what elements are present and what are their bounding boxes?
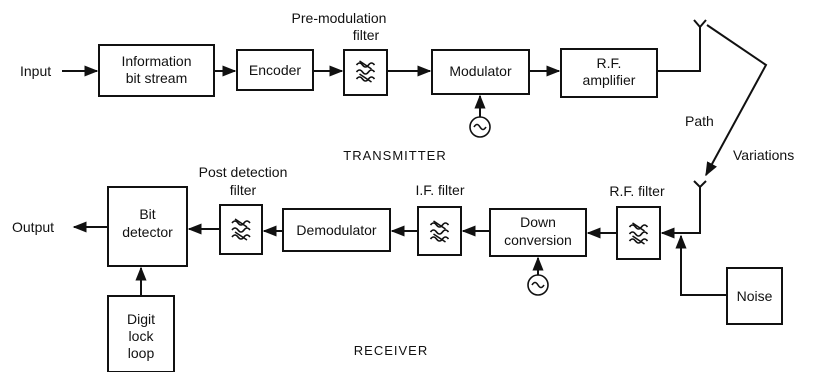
digit-lock-loop-block	[107, 295, 175, 372]
if-filter-label: I.F. filter	[415, 182, 464, 198]
bit-detector-block	[107, 186, 188, 267]
oscillator-icon	[469, 116, 491, 138]
digit-lock-loop-label-line2: lock	[129, 328, 155, 344]
modulator-label: Modulator	[449, 63, 512, 79]
digit-lock-loop-label-line3: loop	[128, 345, 155, 361]
rf-filter-block	[616, 206, 661, 260]
info-label-line1: Information	[121, 53, 191, 69]
variations-label: Variations	[733, 147, 794, 163]
bit-detector-label-line1: Bit	[139, 206, 155, 222]
amplifier-to-antenna-wire	[657, 27, 701, 72]
noise-block	[726, 267, 783, 325]
if-filter-block	[417, 206, 462, 256]
premod-filter-label-line2: filter	[353, 27, 380, 43]
demodulator-block	[282, 208, 391, 252]
rf-amplifier-label-line2: amplifier	[583, 72, 636, 88]
premodulation-filter-block	[343, 49, 388, 96]
noise-injection-arrow	[675, 234, 727, 296]
bit-detector-label-line2: detector	[122, 224, 173, 240]
info-label-line2: bit stream	[126, 70, 187, 86]
premod-filter-label-line1: Pre-modulation	[292, 10, 387, 26]
path-label: Path	[685, 113, 714, 129]
down-conversion-label-line2: conversion	[504, 232, 572, 248]
input-label: Input	[20, 63, 51, 79]
modulator-block	[431, 49, 530, 95]
down-conversion-label-line1: Down	[520, 214, 556, 230]
encoder-label: Encoder	[249, 62, 301, 78]
rf-amplifier-label-line1: R.F.	[597, 55, 622, 71]
output-label: Output	[12, 219, 54, 235]
receive-antenna-icon	[693, 180, 707, 189]
rf-amplifier-block	[560, 48, 658, 98]
post-detection-filter-label-line1: Post detection	[199, 164, 288, 180]
digit-lock-loop-label-line1: Digit	[127, 311, 155, 327]
down-conversion-block	[489, 208, 587, 257]
transmitter-section-label: TRANSMITTER	[343, 148, 446, 163]
path-variations-arrow	[705, 24, 768, 177]
demodulator-label: Demodulator	[296, 222, 376, 238]
antenna-to-rf-filter-wire	[660, 187, 701, 239]
receiver-section-label: RECEIVER	[354, 343, 428, 358]
oscillator-icon	[527, 274, 549, 296]
transmit-antenna-icon	[693, 19, 707, 29]
post-detection-filter-label-line2: filter	[230, 182, 257, 198]
post-detection-filter-block	[219, 204, 263, 255]
noise-label: Noise	[737, 288, 773, 304]
rf-filter-label: R.F. filter	[609, 183, 665, 199]
